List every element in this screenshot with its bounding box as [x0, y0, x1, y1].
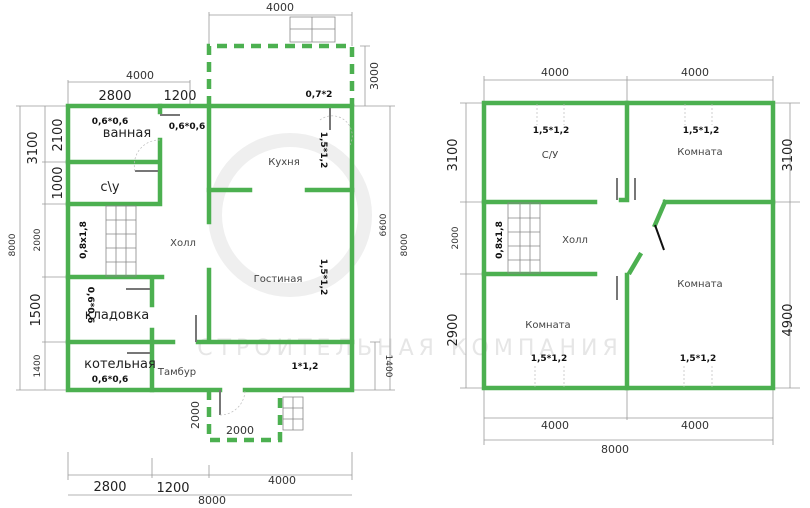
stairs [105, 16, 336, 431]
doors [126, 108, 353, 416]
room-label-storage: кладовка [85, 308, 150, 323]
dim-label: 2000 [226, 424, 254, 437]
window-label: 0,6*0,6 [85, 287, 95, 324]
dim-label: 3100 [26, 131, 41, 164]
window-label: 1,5*1,2 [531, 354, 568, 364]
doors [534, 104, 713, 387]
window-label: 0,6*0,6 [92, 117, 129, 127]
dim-label: 1500 [29, 293, 44, 326]
room-label-hall: Холл [562, 235, 588, 246]
dimension-labels: 4000 4000 3100 2000 2900 3100 4900 4000 … [446, 66, 796, 456]
dim-label: 2000 [451, 226, 461, 249]
dim-label: 1400 [33, 354, 43, 377]
room-label-boiler: котельная [84, 357, 156, 372]
dim-label: 2000 [33, 228, 43, 251]
dim-label: 1200 [156, 481, 189, 496]
dim-label: 8000 [400, 233, 410, 256]
window-label: 1,5*1,2 [318, 259, 328, 296]
dim-label: 2900 [446, 313, 461, 346]
dim-label: 2800 [98, 89, 131, 104]
window-label: 1,5*1,2 [680, 354, 717, 364]
dim-label: 8000 [198, 494, 226, 507]
dimension-lines [16, 12, 395, 496]
window-label: 1,5*1,2 [318, 132, 328, 169]
room-label-room: Комната [677, 147, 722, 158]
room-label-vestibule: Тамбур [157, 367, 196, 378]
window-label: 0,6*0,6 [92, 375, 129, 385]
dim-label: 2100 [51, 118, 66, 151]
window-label: 0,8x1,8 [79, 221, 89, 259]
walls [481, 100, 776, 391]
porch-outline [206, 390, 283, 443]
dim-label: 6600 [379, 213, 389, 236]
window-label: 0,8x1,8 [495, 221, 505, 259]
dimension-labels: 4000 3000 4000 2800 1200 3100 2100 1000 … [8, 1, 410, 507]
dim-label: 4000 [266, 1, 294, 14]
second-floor-plan: С/У Комната Холл Комната Комната 1,5*1,2… [446, 66, 800, 456]
dim-label: 4000 [541, 66, 569, 79]
dim-label: 1400 [383, 355, 393, 378]
walls [65, 43, 355, 443]
dim-label: 4000 [268, 474, 296, 487]
first-floor-plan: ванная с\у Холл Кухня Гостиная кладовка … [8, 1, 410, 507]
dimension-lines [460, 76, 800, 445]
dim-label: 4000 [681, 66, 709, 79]
dim-label: 3100 [781, 138, 796, 171]
dim-label: 4000 [681, 419, 709, 432]
dim-label: 4000 [541, 419, 569, 432]
door-leaf [654, 224, 665, 251]
window-label: 0,6*0,6 [169, 122, 206, 132]
dim-label: 2800 [93, 480, 126, 495]
door-label: 1*1,2 [292, 362, 319, 372]
stairs [507, 202, 541, 274]
watermark: СТРОИТЕЛЬНАЯ КОМПАНИЯ [197, 133, 618, 361]
room-label-bath: ванная [103, 126, 151, 141]
dim-label: 4900 [781, 303, 796, 336]
dim-label: 1000 [51, 166, 66, 199]
window-label: 1,5*1,2 [683, 126, 720, 136]
dim-label: 2000 [189, 401, 202, 429]
dim-label: 8000 [8, 233, 18, 256]
dim-label: 1200 [163, 89, 196, 104]
room-label-kitchen: Кухня [268, 157, 300, 168]
room-label-wc: С/У [542, 150, 558, 161]
dim-label: 3000 [368, 62, 381, 90]
room-label-wc: с\у [100, 180, 120, 195]
window-label: 1,5*1,2 [533, 126, 570, 136]
room-label-hall: Холл [170, 238, 196, 249]
room-label-room: Комната [525, 320, 570, 331]
dim-label: 8000 [601, 443, 629, 456]
dim-label: 3100 [446, 138, 461, 171]
room-label-room: Комната [677, 279, 722, 290]
dim-label: 4000 [126, 69, 154, 82]
room-label-living: Гостиная [254, 274, 303, 285]
door-label: 0,7*2 [306, 90, 333, 100]
